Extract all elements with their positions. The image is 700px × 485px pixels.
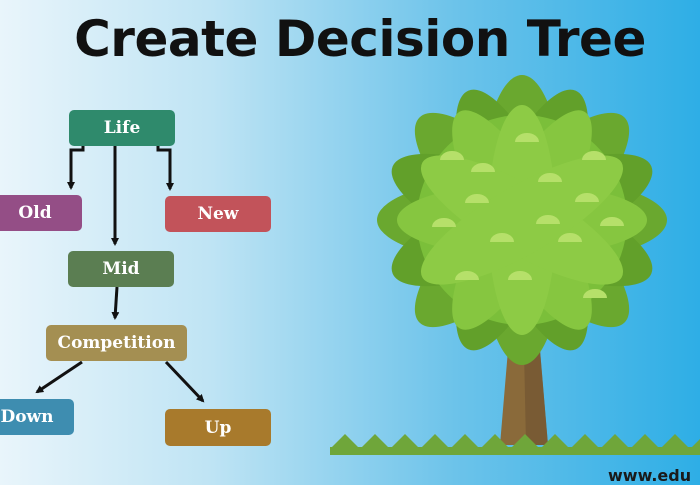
page-title: Create Decision Tree (74, 10, 646, 68)
node-mid: Mid (68, 251, 174, 287)
node-down: Down (0, 399, 74, 435)
node-mid-label: Mid (102, 259, 140, 279)
node-up: Up (165, 409, 271, 446)
node-life-label: Life (103, 118, 141, 138)
arrow-life-new (156, 146, 174, 191)
node-competition: Competition (46, 325, 187, 361)
arrow-life-old (67, 146, 85, 190)
tree-highlights (432, 133, 624, 298)
node-life: Life (69, 110, 175, 146)
arrow-competition-down (35, 360, 83, 394)
node-competition-label: Competition (57, 333, 176, 353)
node-up-label: Up (204, 417, 232, 438)
arrow-group (35, 146, 205, 403)
arrow-mid-competition (111, 286, 120, 320)
arrow-competition-up (164, 360, 205, 403)
node-new-label: New (197, 204, 239, 224)
node-old: Old (0, 195, 82, 231)
tree-canopy (377, 75, 667, 365)
grass (330, 434, 700, 455)
node-old-label: Old (18, 203, 52, 223)
watermark-text: www.edu (608, 466, 692, 485)
node-down-label: Down (0, 407, 54, 427)
node-new: New (165, 196, 271, 232)
